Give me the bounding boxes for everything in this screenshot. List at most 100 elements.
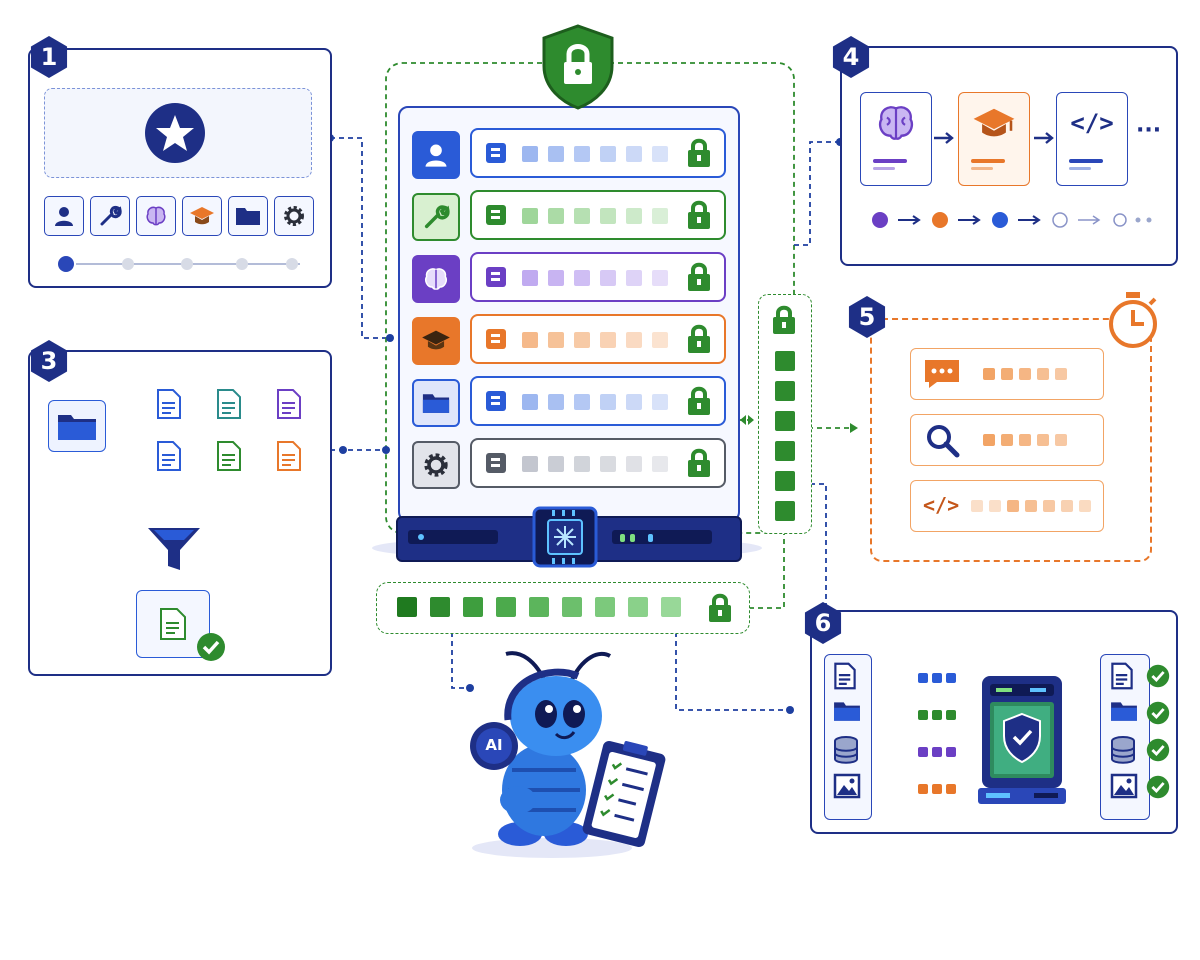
- row-bit: [522, 456, 538, 472]
- integrity-bit: [430, 597, 450, 617]
- badge-5: 5: [848, 296, 886, 338]
- module-icon-tile[interactable]: [412, 255, 460, 303]
- row-bit: [1019, 434, 1031, 446]
- check-circle-icon: [1146, 664, 1170, 692]
- shield-check-icon: [1003, 712, 1041, 764]
- row-bit: [626, 332, 642, 348]
- graduation-cap-icon: [190, 207, 214, 225]
- module-icon-tile[interactable]: [412, 379, 460, 427]
- data-bit: [946, 747, 956, 757]
- folder-tile[interactable]: [228, 196, 268, 236]
- graduation-card[interactable]: [958, 92, 1030, 186]
- integrity-bit: [661, 597, 681, 617]
- row-bit: [522, 208, 538, 224]
- data-bit: [918, 747, 928, 757]
- row-marker-line: [491, 272, 500, 275]
- chat-row[interactable]: [910, 348, 1104, 400]
- data-bit: [946, 673, 956, 683]
- row-bit: [1001, 368, 1013, 380]
- wrench-tile[interactable]: [90, 196, 130, 236]
- row-marker: [486, 267, 506, 287]
- code-icon: </>: [1070, 109, 1114, 137]
- lock-icon: [707, 593, 733, 627]
- document-icon: [160, 608, 186, 640]
- image-icon: [1110, 773, 1138, 803]
- code-card[interactable]: </>: [1056, 92, 1128, 186]
- module-row[interactable]: [470, 252, 726, 302]
- database-icon: [1110, 736, 1136, 768]
- row-bit: [989, 500, 1001, 512]
- integrity-bit: [397, 597, 417, 617]
- pipeline-progress: [872, 212, 1152, 228]
- row-marker: [486, 453, 506, 473]
- code-row[interactable]: </>: [910, 480, 1104, 532]
- search-icon: [927, 425, 960, 458]
- document-icon: [217, 441, 241, 471]
- graduation-tile[interactable]: [182, 196, 222, 236]
- chip-icon: [532, 506, 598, 572]
- row-bit: [1007, 500, 1019, 512]
- row-bit: [522, 332, 538, 348]
- panel-5: </>: [870, 318, 1152, 562]
- integrity-bit: [628, 597, 648, 617]
- star-icon: [144, 102, 206, 164]
- check-circle-icon: [1146, 701, 1170, 729]
- integrity-bit: [775, 471, 795, 491]
- row-bit: [600, 332, 616, 348]
- module-row[interactable]: [470, 438, 726, 488]
- output-document-tile[interactable]: [136, 590, 210, 658]
- row-bit: [548, 208, 564, 224]
- gear-icon: [422, 451, 450, 479]
- row-bit: [1079, 500, 1091, 512]
- row-bit: [574, 208, 590, 224]
- module-icon-tile[interactable]: [412, 131, 460, 179]
- brain-icon: [422, 265, 450, 293]
- row-bit: [1061, 500, 1073, 512]
- brain-tile[interactable]: [136, 196, 176, 236]
- lock-icon: [686, 324, 712, 358]
- row-marker-line: [491, 402, 500, 405]
- document-icon: [1110, 662, 1134, 694]
- module-row[interactable]: [470, 128, 726, 178]
- funnel-icon: [146, 526, 202, 578]
- lock-icon: [686, 448, 712, 482]
- row-bit: [574, 394, 590, 410]
- integrity-bit: [463, 597, 483, 617]
- module-icon-tile[interactable]: [412, 441, 460, 489]
- brain-card[interactable]: [860, 92, 932, 186]
- data-bit: [946, 710, 956, 720]
- gear-tile[interactable]: [274, 196, 314, 236]
- row-bit: [971, 500, 983, 512]
- module-row[interactable]: [470, 190, 726, 240]
- search-row[interactable]: [910, 414, 1104, 466]
- row-bit: [1019, 368, 1031, 380]
- badge-6: 6: [804, 602, 842, 644]
- row-bit: [574, 146, 590, 162]
- row-bit: [574, 332, 590, 348]
- lock-icon: [686, 138, 712, 172]
- folder-icon: [1110, 699, 1138, 727]
- data-bit: [918, 673, 928, 683]
- data-bit: [918, 710, 928, 720]
- row-bit: [626, 146, 642, 162]
- row-marker-line: [491, 216, 500, 219]
- module-row[interactable]: [470, 314, 726, 364]
- module-row[interactable]: [470, 376, 726, 426]
- module-icon-tile[interactable]: [412, 193, 460, 241]
- integrity-bit: [775, 411, 795, 431]
- row-marker-line: [491, 210, 500, 213]
- check-circle-icon: [1146, 738, 1170, 766]
- check-circle-icon: [1146, 775, 1170, 803]
- row-marker-line: [491, 334, 500, 337]
- source-folder[interactable]: [48, 400, 106, 452]
- row-bit: [626, 270, 642, 286]
- lock-icon: [686, 262, 712, 296]
- row-bit: [522, 394, 538, 410]
- row-marker-line: [491, 148, 500, 151]
- module-icon-tile[interactable]: [412, 317, 460, 365]
- brain-icon: [878, 106, 914, 140]
- panel-6: [810, 610, 1178, 834]
- row-bit: [652, 394, 668, 410]
- user-tile[interactable]: [44, 196, 84, 236]
- ellipsis-icon: ···: [1136, 118, 1162, 143]
